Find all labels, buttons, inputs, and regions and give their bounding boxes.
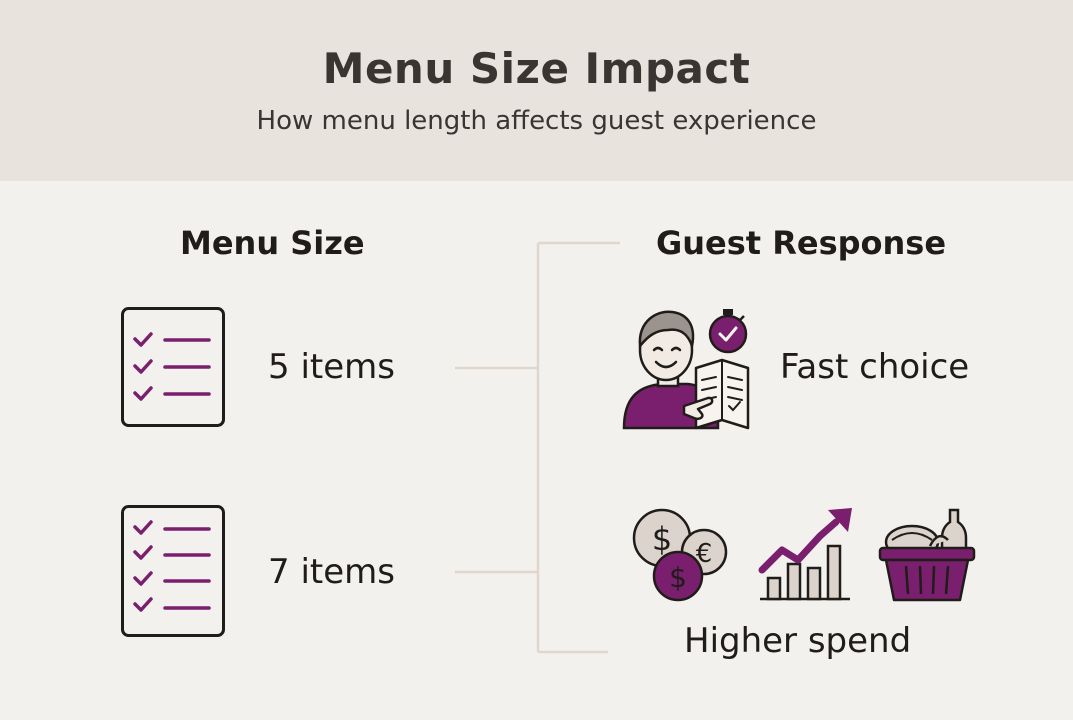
- response-fast-choice: Fast choice: [780, 347, 970, 387]
- svg-text:$: $: [669, 561, 687, 594]
- page-subtitle: How menu length affects guest experience: [256, 106, 817, 136]
- checklist-icon: [121, 307, 225, 427]
- basket-icon: [878, 508, 976, 602]
- menu-size-7-items: 7 items: [268, 552, 395, 592]
- svg-text:$: $: [652, 520, 672, 558]
- header-band: [0, 0, 1073, 181]
- person-with-menu-and-stopwatch-icon: [622, 309, 750, 430]
- response-higher-spend: Higher spend: [684, 621, 912, 661]
- menu-size-heading: Menu Size: [180, 224, 365, 262]
- svg-text:€: €: [696, 539, 713, 569]
- rising-chart-icon: [758, 508, 852, 601]
- coins-icon: $ € $: [632, 508, 728, 602]
- guest-response-heading: Guest Response: [656, 224, 947, 262]
- checklist-icon: [121, 505, 225, 637]
- page-title: Menu Size Impact: [322, 44, 751, 93]
- menu-size-5-items: 5 items: [268, 347, 395, 387]
